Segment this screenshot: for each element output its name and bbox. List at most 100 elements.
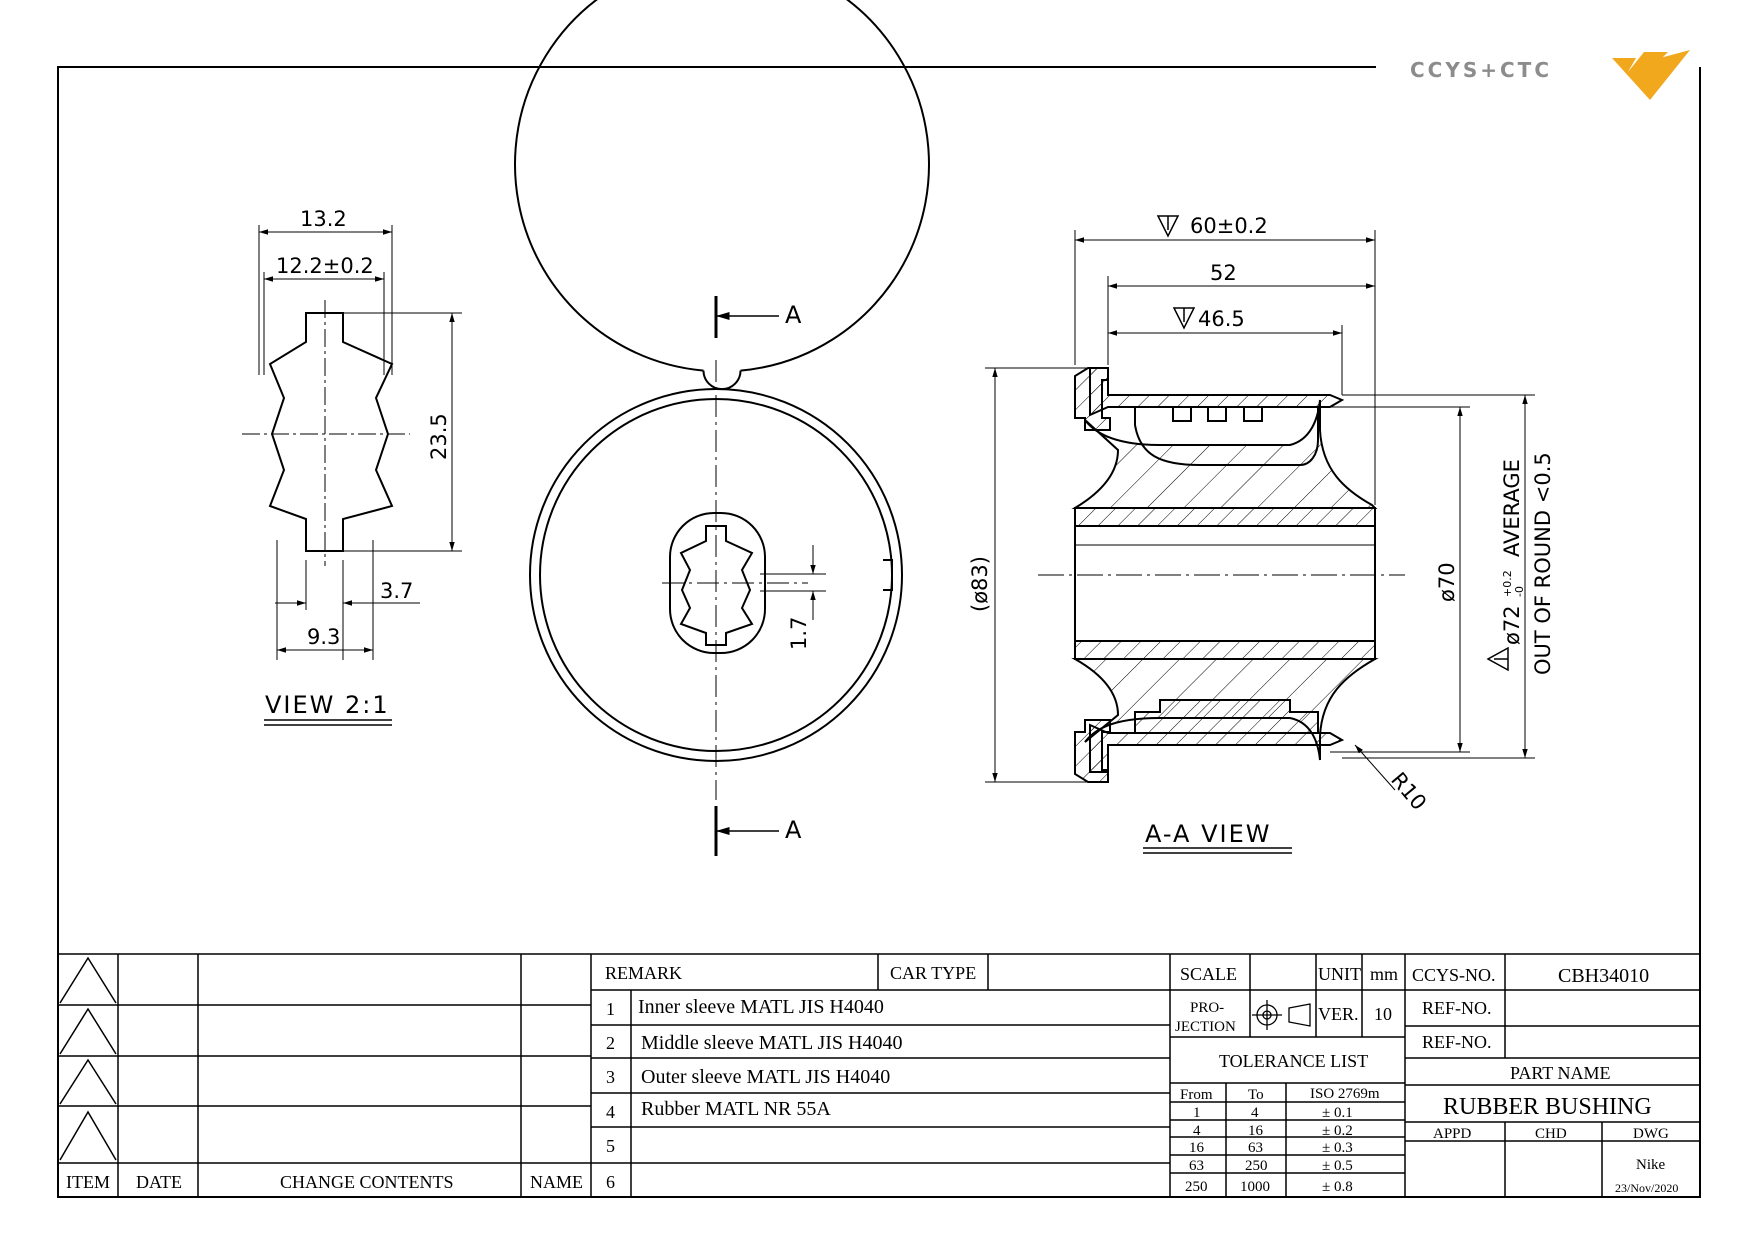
dwg-date: 23/Nov/2020 <box>1615 1181 1678 1195</box>
part-name-value: RUBBER BUSHING <box>1443 1094 1652 1120</box>
chd-label: CHD <box>1535 1126 1567 1142</box>
rev-header-date: DATE <box>136 1172 182 1192</box>
tolerance-value: ± 0.2 <box>1322 1123 1353 1139</box>
ccys-no-label: CCYS-NO. <box>1412 965 1496 985</box>
top-notch <box>702 370 742 391</box>
dim-72-tol-lower: -0 <box>1513 586 1526 597</box>
middle-sleeve-top <box>1134 407 1319 466</box>
view-2-1-title: VIEW 2:1 <box>265 691 390 719</box>
outer-ring <box>514 0 930 372</box>
view-2-1 <box>268 312 394 552</box>
tolerance-to: 63 <box>1248 1140 1263 1156</box>
dim-72-note: AVERAGE <box>1500 459 1524 557</box>
front-dim-1-7 <box>760 545 826 620</box>
tolerance-from: 250 <box>1185 1179 1208 1195</box>
tolerance-header-from: From <box>1180 1087 1213 1103</box>
flange-top <box>1074 367 1111 431</box>
remark-no: 4 <box>606 1102 615 1122</box>
surface-symbols <box>1156 215 1509 672</box>
dim-52: 52 <box>1210 261 1237 285</box>
ref-no-label-2: REF-NO. <box>1422 1032 1492 1052</box>
section-view-title: A-A VIEW <box>1145 820 1271 848</box>
part-name-label: PART NAME <box>1510 1063 1610 1083</box>
dim-9-3: 9.3 <box>307 625 340 649</box>
view-2-1-dimensions <box>258 225 462 660</box>
dim-1-7: 1.7 <box>787 617 811 650</box>
remark-text: Rubber MATL NR 55A <box>641 1098 831 1120</box>
front-view-centerlines <box>662 360 808 800</box>
remark-rows: 1 Inner sleeve MATL JIS H4040 2 Middle s… <box>606 996 902 1192</box>
dim-13-2: 13.2 <box>300 207 347 231</box>
scale-label: SCALE <box>1180 964 1237 984</box>
ver-label: VER. <box>1318 1004 1359 1024</box>
remark-no: 3 <box>606 1067 615 1087</box>
ver-value: 10 <box>1374 1004 1392 1024</box>
remark-text: Middle sleeve MATL JIS H4040 <box>641 1032 902 1054</box>
dim-r10: R10 <box>1386 768 1431 815</box>
dim-3-7: 3.7 <box>380 579 413 603</box>
tolerance-value: ± 0.3 <box>1322 1140 1353 1156</box>
logo-mark-icon <box>1612 50 1690 100</box>
dim-70: ø70 <box>1435 562 1459 602</box>
inner-sleeve-wall-top <box>1074 507 1376 527</box>
rev-header-change: CHANGE CONTENTS <box>280 1172 454 1192</box>
tolerance-value: ± 0.5 <box>1322 1158 1353 1174</box>
inner-sleeve <box>1074 507 1376 660</box>
projection-label-2: JECTION <box>1175 1019 1236 1035</box>
section-label-top: A <box>785 301 802 329</box>
tolerance-value: ± 0.8 <box>1322 1179 1353 1195</box>
section-arrows <box>716 311 779 836</box>
inner-sleeve-wall-bottom <box>1074 640 1376 660</box>
tolerance-from: 63 <box>1189 1158 1204 1174</box>
dim-72-group: ø72 +0.2 -0 AVERAGE <box>1500 459 1526 645</box>
side-notch <box>883 559 893 591</box>
company-logo: CCYS+CTC <box>1410 50 1690 100</box>
sheet-border <box>57 66 1701 1198</box>
projection-label-1: PRO- <box>1190 1000 1224 1016</box>
ref-no-label-1: REF-NO. <box>1422 998 1492 1018</box>
dim-46-5: 46.5 <box>1198 307 1245 331</box>
remark-text: Outer sleeve MATL JIS H4040 <box>641 1066 890 1088</box>
remark-no: 6 <box>606 1172 615 1192</box>
out-of-round-note: OUT OF ROUND <0.5 <box>1531 452 1555 675</box>
logo-text: CCYS+CTC <box>1410 58 1552 82</box>
spline-profile <box>268 312 394 552</box>
section-view-dimensions <box>985 230 1535 791</box>
remark-no: 5 <box>606 1136 615 1156</box>
remark-text: Inner sleeve MATL JIS H4040 <box>638 996 884 1018</box>
dim-72: ø72 <box>1500 605 1524 645</box>
tolerance-from: 1 <box>1193 1105 1201 1121</box>
front-view <box>514 0 930 762</box>
view-2-1-title-underline <box>264 719 392 726</box>
tolerance-to: 16 <box>1248 1123 1264 1139</box>
middle-sleeve-bottom <box>1134 699 1319 734</box>
section-label-bottom: A <box>785 816 802 844</box>
tolerance-header-iso: ISO 2769m <box>1310 1086 1380 1102</box>
revision-triangles <box>59 956 117 1161</box>
tolerance-value: ± 0.1 <box>1322 1105 1353 1121</box>
rev-header-name: NAME <box>530 1172 583 1192</box>
flange-bottom <box>1074 719 1111 783</box>
tolerance-to: 250 <box>1245 1158 1268 1174</box>
projection-symbol-icon <box>1252 1000 1311 1030</box>
unit-label: UNIT <box>1318 964 1361 984</box>
remark-label: REMARK <box>605 963 682 983</box>
car-type-label: CAR TYPE <box>890 963 976 983</box>
tolerance-from: 4 <box>1193 1123 1201 1139</box>
ccys-no-value: CBH34010 <box>1558 965 1649 987</box>
tolerance-from: 16 <box>1189 1140 1205 1156</box>
view-2-1-centerlines <box>242 300 410 566</box>
dim-12-2: 12.2±0.2 <box>276 254 374 278</box>
section-view-title-underline <box>1143 847 1292 854</box>
tolerance-to: 4 <box>1251 1105 1259 1121</box>
rev-header-item: ITEM <box>66 1172 110 1192</box>
remark-no: 2 <box>606 1033 615 1053</box>
dim-23-5: 23.5 <box>427 413 451 460</box>
unit-value: mm <box>1370 964 1398 984</box>
title-block-lines <box>58 953 1700 1197</box>
dim-72-tol-upper: +0.2 <box>1501 570 1514 597</box>
ribs-top <box>1172 406 1263 422</box>
tolerance-title: TOLERANCE LIST <box>1219 1051 1368 1071</box>
rubber-top <box>1071 399 1378 509</box>
dim-83: (ø83) <box>968 556 992 612</box>
